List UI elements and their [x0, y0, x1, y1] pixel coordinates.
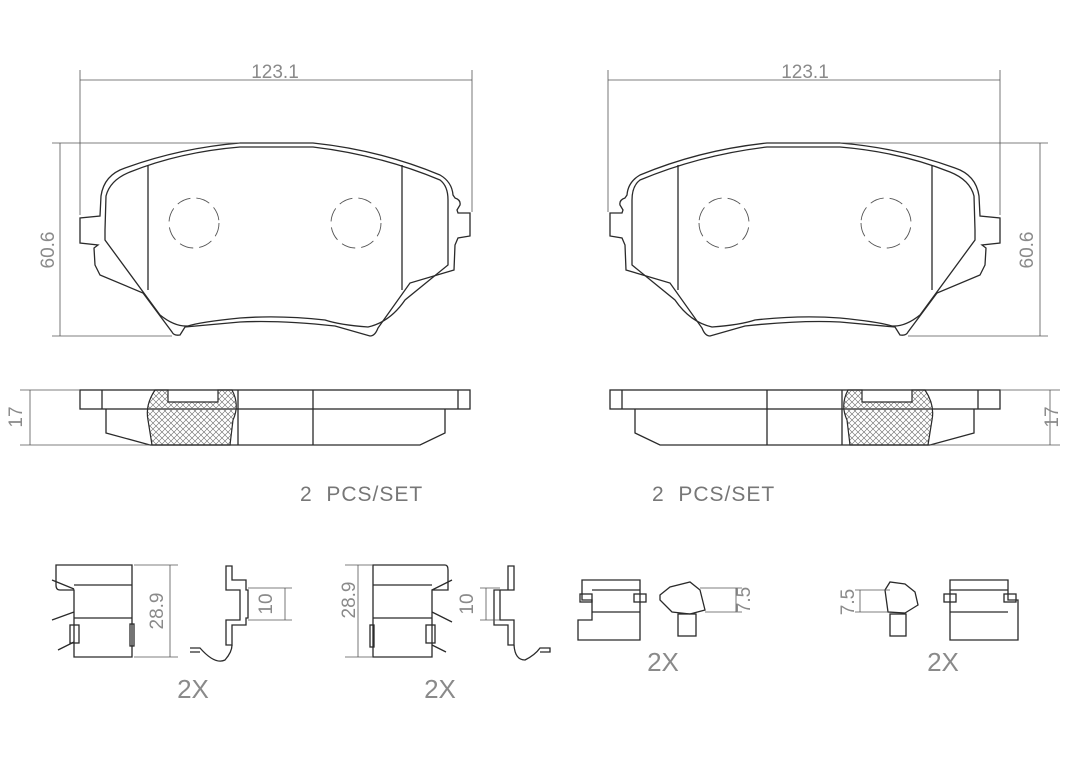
clip-2-quantity: 2X	[424, 674, 456, 704]
clip-1-height-dimension: 28.9	[147, 593, 168, 630]
clip-3-gap-dimension: 7.5	[734, 587, 755, 613]
clip-1-drawing	[51, 564, 292, 662]
pad-front-view-left	[79, 142, 471, 337]
pad-thickness-dimension-right: 17	[1042, 406, 1063, 427]
dimension-lines-right	[607, 70, 1060, 446]
clip-1-quantity: 2X	[177, 674, 209, 704]
pad-height-dimension-left: 60.6	[38, 232, 59, 269]
pad-side-view-right	[609, 389, 1001, 446]
pad-quantity-label-left: 2 PCS/SET	[300, 483, 423, 506]
pad-thickness-dimension-left: 17	[6, 406, 27, 427]
dimension-lines-left	[20, 70, 473, 446]
pad-side-view-left	[79, 389, 471, 446]
pad-height-dimension-right: 60.6	[1017, 232, 1038, 269]
clip-2-gap-dimension: 10	[457, 593, 478, 614]
clip-2-drawing	[345, 564, 551, 661]
clip-3-drawing	[577, 579, 742, 641]
clip-3-quantity: 2X	[647, 647, 679, 677]
pad-quantity-label-right: 2 PCS/SET	[652, 483, 775, 506]
pad-width-dimension-right: 123.1	[781, 62, 829, 83]
clip-1-gap-dimension: 10	[256, 593, 277, 614]
pad-front-view-right	[609, 142, 1001, 337]
clip-4-quantity: 2X	[927, 647, 959, 677]
clip-2-height-dimension: 28.9	[339, 582, 360, 619]
clip-4-gap-dimension: 7.5	[838, 589, 859, 615]
clip-4-drawing	[855, 579, 1019, 641]
pad-width-dimension-left: 123.1	[251, 62, 299, 83]
